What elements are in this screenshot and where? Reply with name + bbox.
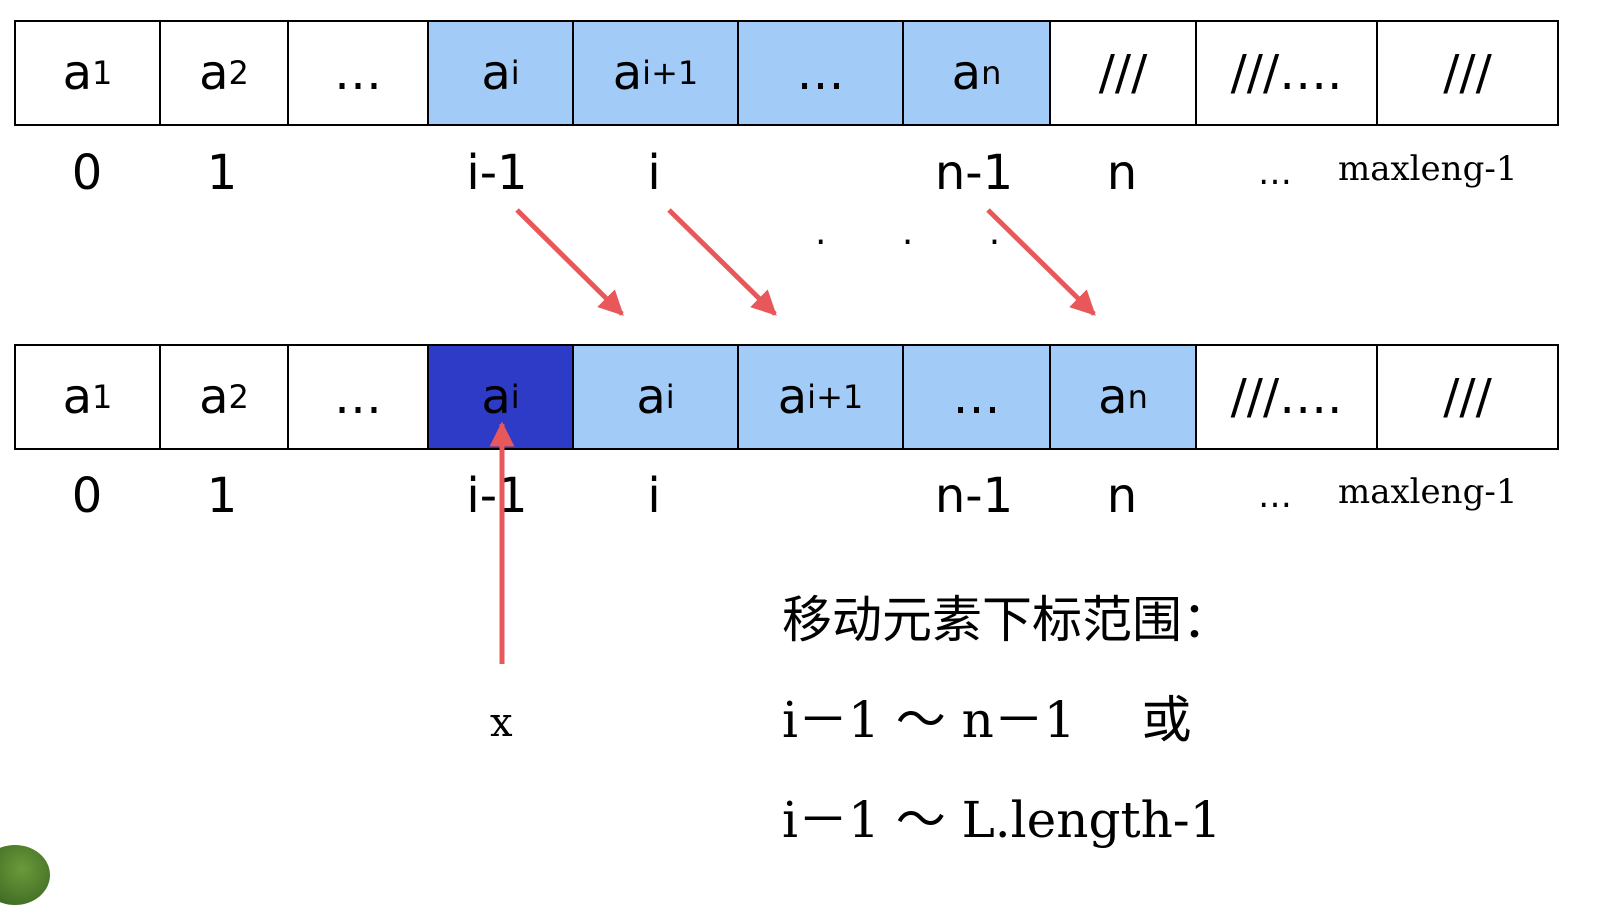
index-label: … [1258, 153, 1292, 193]
index-label: 1 [206, 145, 238, 201]
index-label: i-1 [466, 145, 528, 201]
bottom-index-row: 0 1 i-1 i n-1 n … maxleng-1 [0, 468, 1618, 528]
range-line-1: i－1 ～ n－1 或 [782, 691, 1192, 749]
decorative-leaf-icon [0, 845, 50, 905]
array-cell: ///…. [1197, 346, 1378, 448]
range-line-2: i－1 ～ L.length-1 [782, 791, 1222, 849]
array-cell: ///…. [1197, 22, 1378, 124]
index-label: i-1 [466, 468, 528, 524]
ellipsis-dots: · · · [815, 222, 1033, 263]
insert-value-label: x [490, 700, 513, 746]
array-cell: /// [1378, 22, 1559, 124]
index-label: n [1106, 468, 1138, 524]
array-cell: /// [1378, 346, 1559, 448]
top-index-row: 0 1 i-1 i n-1 n … maxleng-1 [0, 145, 1618, 205]
array-cell: … [289, 346, 429, 448]
array-cell: … [289, 22, 429, 124]
index-label: n [1106, 145, 1138, 201]
index-label: 1 [206, 468, 238, 524]
index-label: 0 [71, 468, 103, 524]
index-label: … [1258, 476, 1292, 516]
index-label: maxleng-1 [1338, 149, 1518, 189]
array-cell: /// [1051, 22, 1197, 124]
array-cell: … [904, 346, 1051, 448]
index-label: i [647, 468, 661, 524]
range-title: 移动元素下标范围： [782, 591, 1232, 649]
index-label: i [647, 145, 661, 201]
index-label: 0 [71, 145, 103, 201]
shift-arrow [667, 208, 777, 316]
index-label: maxleng-1 [1338, 472, 1518, 512]
array-cell: … [739, 22, 904, 124]
index-label: n-1 [934, 468, 1014, 524]
index-label: n-1 [934, 145, 1014, 201]
shift-arrow [515, 208, 624, 316]
